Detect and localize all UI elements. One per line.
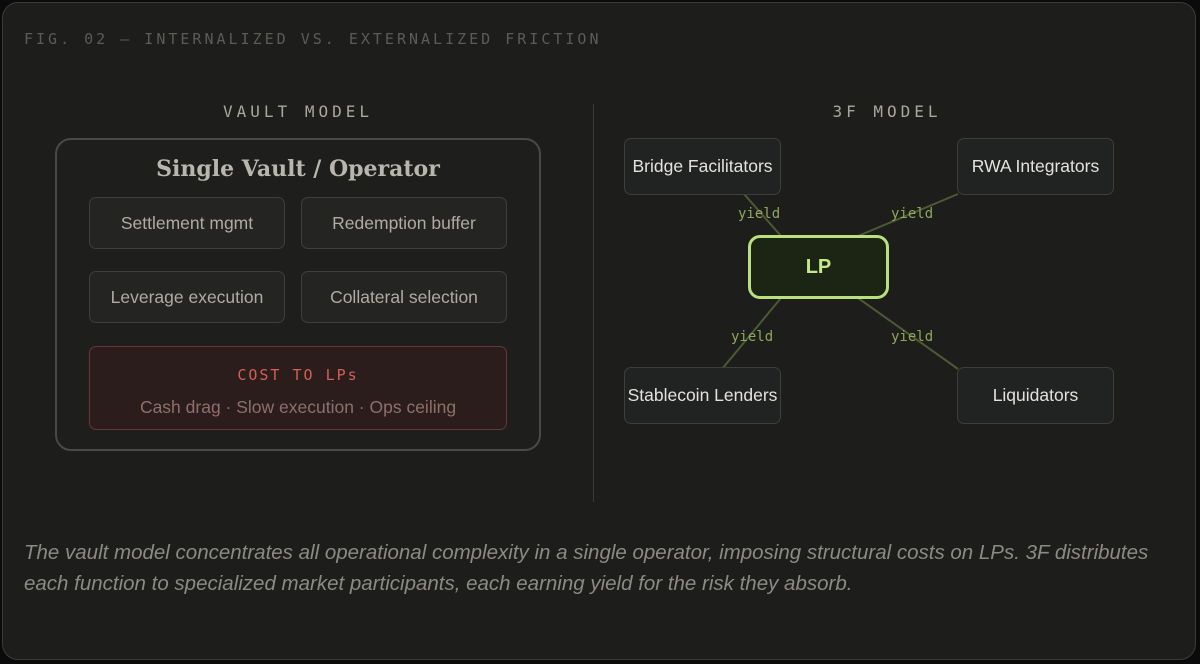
edge-stablecoin-lenders: [721, 297, 782, 370]
yield-label-bridge: yield: [738, 206, 781, 222]
cost-title: COST TO LPs: [237, 366, 359, 384]
function-leverage-execution: Leverage execution: [89, 271, 285, 323]
model-divider: [593, 104, 594, 502]
3f-model-heading: 3F MODEL: [832, 102, 942, 121]
function-settlement-mgmt: Settlement mgmt: [89, 197, 285, 249]
yield-label-liquidators: yield: [891, 329, 934, 345]
node-lp: LP: [748, 235, 889, 299]
edge-liquidators: [857, 297, 959, 370]
function-collateral-selection: Collateral selection: [301, 271, 507, 323]
edge-rwa-integrators: [857, 193, 959, 237]
vault-box-title: Single Vault / Operator: [156, 156, 440, 182]
node-stablecoin-lenders: Stablecoin Lenders: [624, 367, 781, 424]
figure-caption: The vault model concentrates all operati…: [24, 541, 1149, 595]
node-bridge-facilitators: Bridge Facilitators: [624, 138, 781, 195]
yield-label-stablecoin: yield: [731, 329, 774, 345]
cost-to-lps-box: COST TO LPs Cash drag · Slow execution ·…: [89, 346, 507, 430]
vault-model-heading: VAULT MODEL: [223, 102, 373, 121]
cost-detail: Cash drag · Slow execution · Ops ceiling: [139, 397, 457, 417]
function-redemption-buffer: Redemption buffer: [301, 197, 507, 249]
node-rwa-integrators: RWA Integrators: [957, 138, 1114, 195]
figure-label: FIG. 02 — INTERNALIZED VS. EXTERNALIZED …: [24, 30, 602, 48]
yield-label-rwa: yield: [891, 206, 934, 222]
edge-bridge-facilitators: [743, 193, 782, 237]
node-liquidators: Liquidators: [957, 367, 1114, 424]
